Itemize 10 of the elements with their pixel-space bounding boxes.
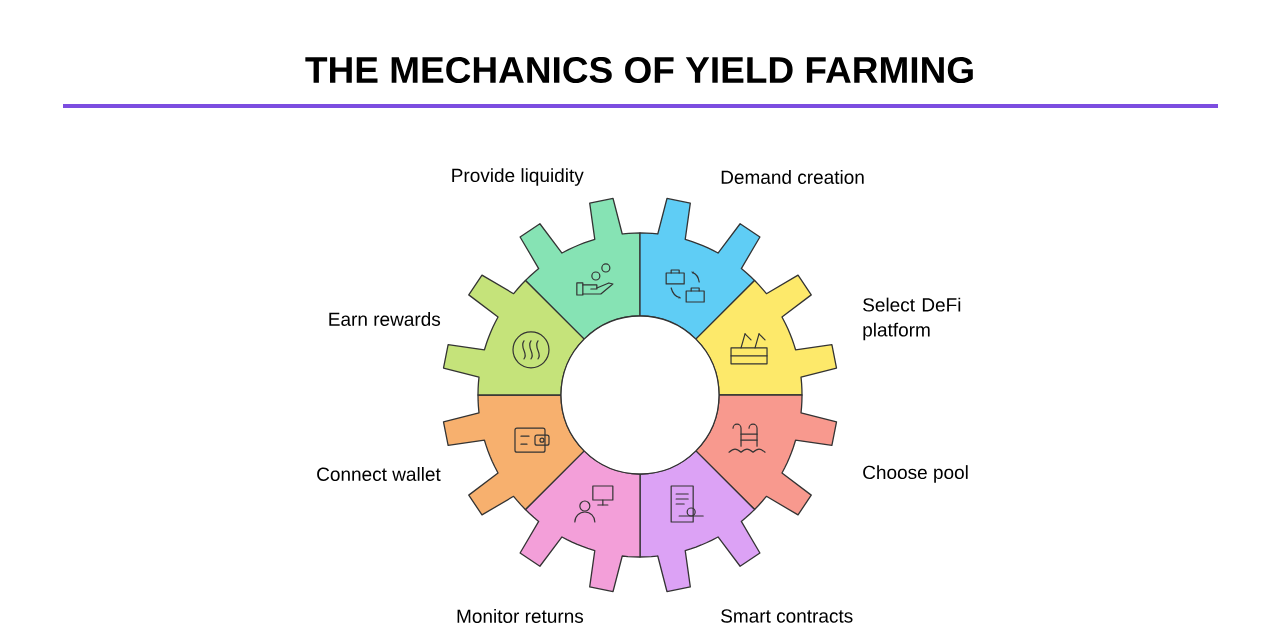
- center-circle: [560, 315, 720, 475]
- step-label: Demand creation: [721, 170, 864, 184]
- step-label: Earn rewards: [329, 312, 441, 326]
- step-label: Smart contracts: [721, 609, 853, 623]
- step-label: Provide liquidity: [452, 168, 584, 186]
- step-label: Choose pool: [863, 465, 968, 483]
- step-label: Select DeFi platform: [863, 297, 961, 341]
- step-label: Monitor returns: [457, 609, 584, 623]
- title: THE MECHANICS OF YIELD FARMING: [305, 56, 973, 84]
- step-label: Connect wallet: [317, 467, 441, 481]
